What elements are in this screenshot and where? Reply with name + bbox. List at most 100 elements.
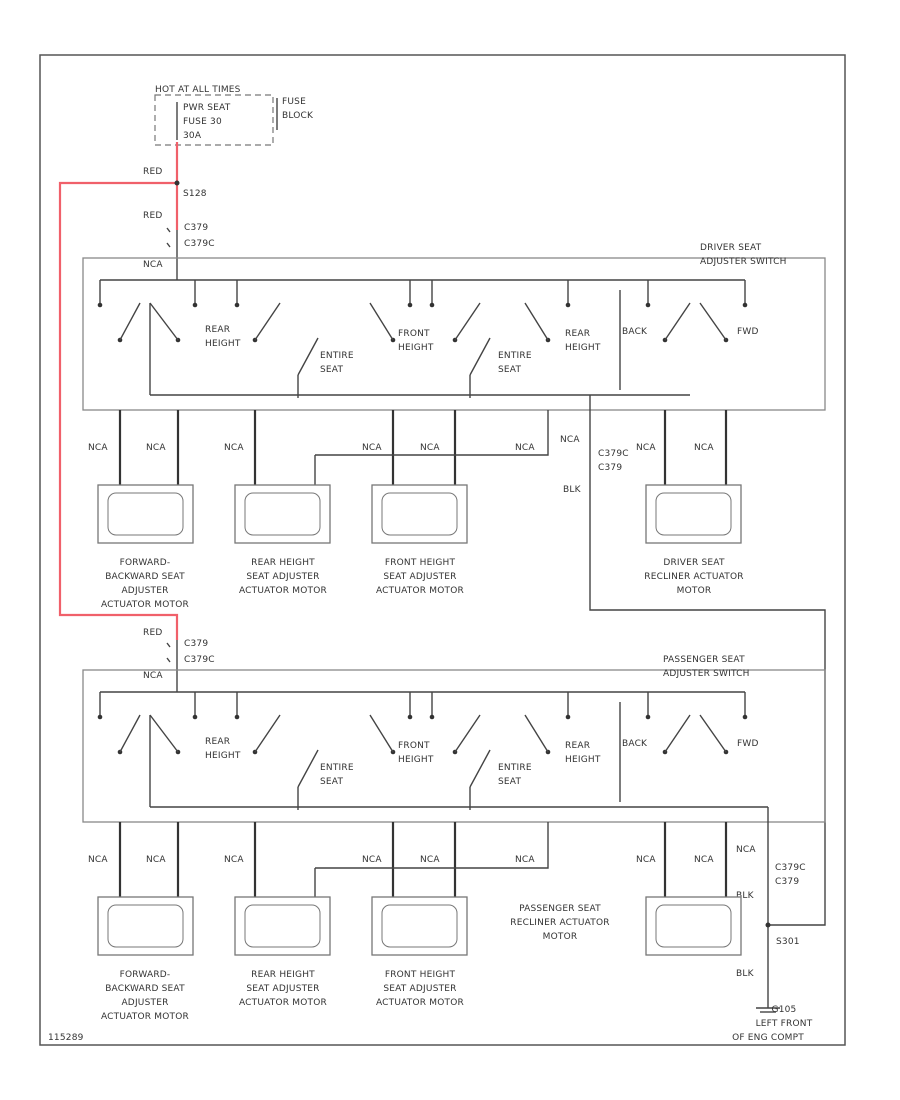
svg-text:SEAT ADJUSTER: SEAT ADJUSTER	[383, 984, 456, 994]
svg-text:MOTOR: MOTOR	[543, 932, 578, 942]
pass-entire-seat-label-2a: ENTIRE	[498, 763, 532, 773]
pass-rear-height-label: REAR	[205, 737, 230, 747]
driver-rear-label-2: HEIGHT	[565, 343, 601, 353]
svg-text:REAR HEIGHT: REAR HEIGHT	[251, 558, 315, 568]
driver-switch-title-1: DRIVER SEAT	[700, 243, 762, 253]
splice-s301-label: S301	[776, 937, 800, 947]
svg-text:NCA: NCA	[224, 855, 244, 865]
svg-text:NCA: NCA	[88, 443, 108, 453]
svg-text:SEAT ADJUSTER: SEAT ADJUSTER	[383, 572, 456, 582]
svg-text:ADJUSTER: ADJUSTER	[121, 998, 168, 1008]
connector-mark-1	[166, 227, 171, 233]
svg-text:FORWARD-: FORWARD-	[120, 970, 171, 980]
pass-conn-mark-1	[166, 642, 171, 648]
connector-c379-label: C379	[184, 223, 208, 233]
pass-ground-conn-1: C379C	[775, 863, 806, 873]
svg-text:ACTUATOR MOTOR: ACTUATOR MOTOR	[101, 600, 189, 610]
svg-text:NCA: NCA	[362, 855, 382, 865]
driver-motor-recliner	[645, 484, 742, 544]
splice-s301-dot	[765, 922, 771, 928]
svg-text:ADJUSTER: ADJUSTER	[121, 586, 168, 596]
splice-s128-dot	[174, 180, 180, 186]
pass-fwd-label: FWD	[737, 739, 759, 749]
driver-bus-drops	[99, 280, 746, 305]
wire-nca-label: NCA	[143, 260, 163, 270]
passenger-seat-switch: PASSENGER SEAT ADJUSTER SWITCH	[82, 655, 826, 823]
driver-switch-contacts	[119, 302, 727, 376]
svg-text:BACKWARD SEAT: BACKWARD SEAT	[105, 572, 185, 582]
pass-motor-labels: FORWARD- BACKWARD SEAT ADJUSTER ACTUATOR…	[101, 904, 610, 1022]
svg-text:SEAT ADJUSTER: SEAT ADJUSTER	[246, 984, 319, 994]
pass-front-height-label: FRONT	[398, 741, 430, 751]
pass-front-height-label-2: HEIGHT	[398, 755, 434, 765]
ground-g105-label: G105	[772, 1005, 797, 1015]
driver-rear-height-label-2: HEIGHT	[205, 339, 241, 349]
footer-code: 115289	[48, 1033, 84, 1043]
fuse-label-3: 30A	[183, 131, 202, 141]
hot-at-all-times-label: HOT AT ALL TIMES	[155, 85, 241, 95]
red-power-wire	[58, 142, 179, 640]
svg-text:NCA: NCA	[362, 443, 382, 453]
svg-text:REAR HEIGHT: REAR HEIGHT	[251, 970, 315, 980]
pass-motors	[97, 896, 742, 956]
driver-entire-seat-label-1a: ENTIRE	[320, 351, 354, 361]
pass-conn-2: C379C	[184, 655, 215, 665]
pass-motor-recliner	[645, 896, 742, 956]
pass-entire-seat-label-1a: ENTIRE	[320, 763, 354, 773]
driver-motor-labels: FORWARD- BACKWARD SEAT ADJUSTER ACTUATOR…	[101, 558, 744, 610]
svg-text:FRONT HEIGHT: FRONT HEIGHT	[385, 970, 456, 980]
driver-entire-seat-label-2a: ENTIRE	[498, 351, 532, 361]
driver-motor-fwd-back	[97, 484, 194, 544]
fuse-label-1: PWR SEAT	[183, 103, 231, 113]
driver-motor-front-height	[371, 484, 468, 544]
pass-switch-contacts	[119, 714, 727, 788]
svg-text:NCA: NCA	[420, 443, 440, 453]
pass-switch-title-2: ADJUSTER SWITCH	[663, 669, 750, 679]
fuse-block-box	[154, 94, 274, 146]
ground-eng-compt-label: OF ENG COMPT	[732, 1033, 804, 1043]
svg-text:NCA: NCA	[224, 443, 244, 453]
pass-ground-conn-2: C379	[775, 877, 799, 887]
svg-text:NCA: NCA	[146, 443, 166, 453]
svg-text:ACTUATOR MOTOR: ACTUATOR MOTOR	[376, 586, 464, 596]
svg-text:NCA: NCA	[636, 443, 656, 453]
driver-front-height-label-2: HEIGHT	[398, 343, 434, 353]
driver-rear-label: REAR	[565, 329, 590, 339]
fuse-block-label-2: BLOCK	[282, 111, 314, 121]
pass-rear-height-label-2: HEIGHT	[205, 751, 241, 761]
pass-back-label: BACK	[622, 739, 648, 749]
driver-front-height-label: FRONT	[398, 329, 430, 339]
driver-ground-conn-2: C379	[598, 463, 622, 473]
svg-text:ACTUATOR MOTOR: ACTUATOR MOTOR	[239, 998, 327, 1008]
pass-rear-label-2: HEIGHT	[565, 755, 601, 765]
pass-motor-front-height	[371, 896, 468, 956]
svg-text:SEAT ADJUSTER: SEAT ADJUSTER	[246, 572, 319, 582]
svg-text:NCA: NCA	[88, 855, 108, 865]
svg-text:BACKWARD SEAT: BACKWARD SEAT	[105, 984, 185, 994]
outer-frame	[39, 54, 846, 1046]
svg-text:PASSENGER SEAT: PASSENGER SEAT	[519, 904, 601, 914]
pass-rear-label: REAR	[565, 741, 590, 751]
svg-text:DRIVER SEAT: DRIVER SEAT	[663, 558, 725, 568]
driver-seat-switch: DRIVER SEAT ADJUSTER SWITCH	[82, 243, 826, 411]
svg-text:RECLINER ACTUATOR: RECLINER ACTUATOR	[644, 572, 744, 582]
svg-text:FORWARD-: FORWARD-	[120, 558, 171, 568]
svg-text:NCA: NCA	[515, 855, 535, 865]
svg-text:NCA: NCA	[694, 855, 714, 865]
driver-switch-title-2: ADJUSTER SWITCH	[700, 257, 787, 267]
connector-c379c-label: C379C	[184, 239, 215, 249]
svg-text:FRONT HEIGHT: FRONT HEIGHT	[385, 558, 456, 568]
pass-bus-drops	[99, 692, 746, 717]
driver-nca-labels: NCA NCA NCA NCA NCA NCA NCA NCA NCA	[88, 435, 714, 453]
svg-text:NCA: NCA	[515, 443, 535, 453]
svg-text:NCA: NCA	[146, 855, 166, 865]
pass-motor-wires	[118, 807, 769, 1008]
driver-entire-seat-label-1b: SEAT	[320, 365, 343, 375]
driver-rear-height-label: REAR	[205, 325, 230, 335]
svg-text:NCA: NCA	[560, 435, 580, 445]
driver-motors	[97, 484, 742, 544]
svg-text:ACTUATOR MOTOR: ACTUATOR MOTOR	[376, 998, 464, 1008]
ground-left-front-label: LEFT FRONT	[756, 1019, 813, 1029]
fuse-label-2: FUSE 30	[183, 117, 222, 127]
